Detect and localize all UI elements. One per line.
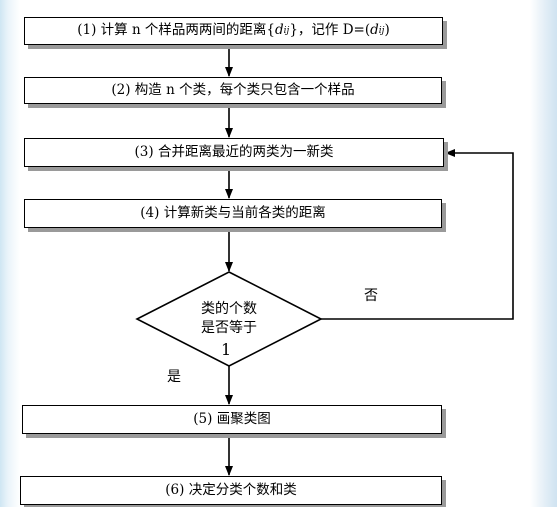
step-1-middle: }，记作 D=( <box>289 22 371 39</box>
step-5-box: (5) 画聚类图 <box>22 405 442 434</box>
step-1-suffix: ) <box>384 22 390 39</box>
step-2-box: (2) 构造 n 个类，每个类只包含一个样品 <box>24 77 442 104</box>
decision-text: 类的个数 是否等于 <box>178 300 280 338</box>
step-4-box: (4) 计算新类与当前各类的距离 <box>24 199 442 228</box>
step-1-d-subscript: ij <box>283 25 290 36</box>
step-1-prefix: (1) 计算 n 个样品两两间的距离{ <box>77 22 276 39</box>
step-6-box: (6) 决定分类个数和类 <box>20 476 442 505</box>
step-4-label: (4) 计算新类与当前各类的距离 <box>140 204 326 221</box>
branch-label-yes: 是 <box>167 369 181 385</box>
step-3-label: (3) 合并距离最近的两类为一新类 <box>134 143 334 160</box>
step-2-label: (2) 构造 n 个类，每个类只包含一个样品 <box>111 81 355 98</box>
step-5-label: (5) 画聚类图 <box>193 410 271 427</box>
decision-line-1: 类的个数 <box>201 301 257 317</box>
step-3-box: (3) 合并距离最近的两类为一新类 <box>24 138 444 167</box>
decision-line-2: 是否等于 <box>201 320 257 336</box>
step-1-d-symbol-2: d <box>370 22 379 39</box>
loop-back-arrow <box>321 149 514 320</box>
step-6-label: (6) 决定分类个数和类 <box>165 481 297 498</box>
step-1-d-subscript-2: ij <box>378 25 385 36</box>
branch-label-no: 否 <box>364 288 378 304</box>
decision-line-3: 1 <box>221 340 232 359</box>
step-1-d-symbol: d <box>275 22 284 39</box>
